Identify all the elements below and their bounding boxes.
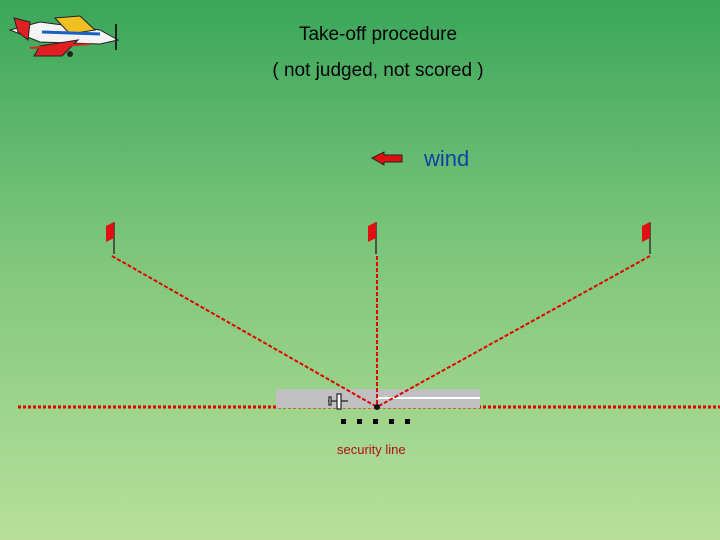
small-airplane-icon — [328, 393, 348, 410]
security-line-label: security line — [337, 442, 406, 457]
title-line-2: ( not judged, not scored ) — [272, 60, 484, 81]
flag-icon — [368, 222, 377, 254]
pilot-position-dot — [374, 404, 380, 410]
wind-label: wind — [424, 146, 470, 171]
title-line-1: Take-off procedure — [298, 24, 458, 45]
sight-line-right — [376, 255, 651, 408]
sight-line-left — [111, 255, 378, 408]
aerobatic-airplane-icon — [8, 15, 120, 57]
security-line-markers — [341, 419, 410, 424]
flag-icon — [642, 222, 651, 254]
flag-icon — [106, 222, 115, 254]
left-arrow-icon — [370, 151, 403, 166]
